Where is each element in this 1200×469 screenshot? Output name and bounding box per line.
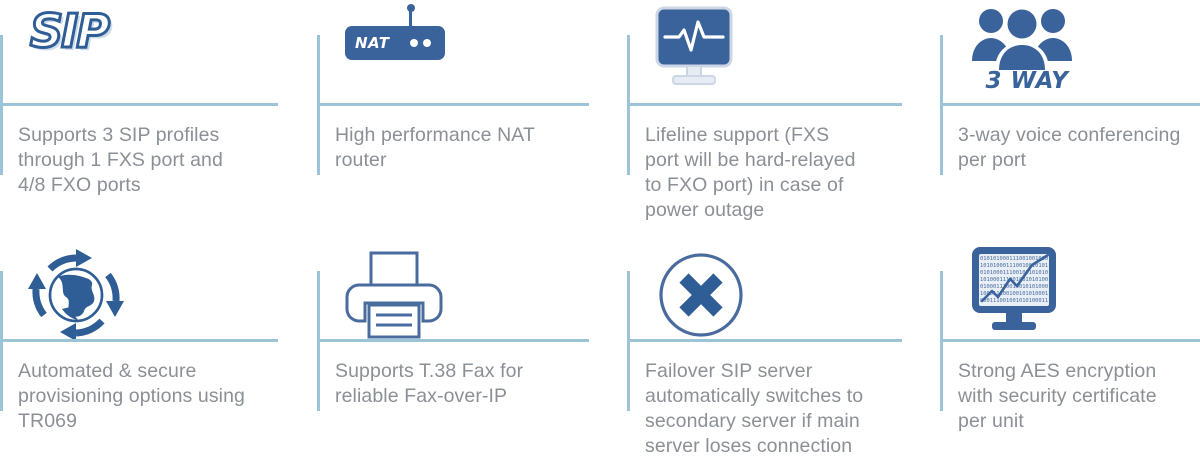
feature-card-aes-encryption: 010101000111001001010 101010001110010010… (940, 235, 1200, 469)
divider-horizontal (0, 339, 278, 342)
divider-horizontal (0, 103, 278, 106)
divider-horizontal (940, 339, 1200, 342)
three-people-glyph (972, 5, 1072, 70)
svg-text:000111001001010100011: 000111001001010100011 (980, 298, 1048, 304)
feature-card-nat-router: NAT High performance NAT router (317, 0, 617, 235)
feature-card-lifeline-support: Lifeline support (FXS port will be hard-… (627, 0, 939, 235)
feature-card-failover-sip-server: Failover SIP server automatically switch… (627, 235, 939, 469)
divider-horizontal (940, 103, 1200, 106)
antenna-icon (406, 4, 415, 28)
three-people-icon: 3 WAY (962, 0, 1092, 94)
feature-caption: Strong AES encryption with security cert… (958, 360, 1157, 432)
globe-refresh-arrows-icon (28, 249, 124, 341)
sip-logo-icon: SIP (29, 4, 112, 58)
feature-caption: Supports T.38 Fax for reliable Fax-over-… (335, 360, 524, 407)
feature-card-three-way-conferencing: 3 WAY 3-way voice conferencing per port (940, 0, 1200, 235)
svg-text:101000111001001010100: 101000111001001010100 (980, 277, 1048, 283)
feature-caption: Automated & secure provisioning options … (18, 360, 245, 432)
icon-area: 010101000111001001010 101010001110010010… (940, 235, 1200, 343)
feature-caption: Supports 3 SIP profiles through 1 FXS po… (18, 124, 223, 196)
icon-area: NAT (317, 0, 617, 100)
feature-caption: Failover SIP server automatically switch… (645, 360, 864, 457)
svg-text:101010001110010010101: 101010001110010010101 (980, 263, 1048, 269)
divider-horizontal (627, 339, 902, 342)
divider-horizontal (317, 103, 589, 106)
three-way-label: 3 WAY (985, 68, 1069, 94)
monitor-heartbeat-icon (655, 6, 733, 85)
feature-card-auto-provisioning: Automated & secure provisioning options … (0, 235, 300, 469)
divider-horizontal (627, 103, 902, 106)
feature-card-sip-profiles: SIP Supports 3 SIP profiles through 1 FX… (0, 0, 300, 235)
icon-area (627, 235, 939, 343)
divider-horizontal (317, 339, 589, 342)
icon-area (627, 0, 939, 100)
icon-area: SIP (0, 0, 300, 100)
feature-caption: Lifeline support (FXS port will be hard-… (645, 124, 856, 221)
nat-router-icon: NAT (345, 4, 445, 60)
router-led-dots (410, 39, 431, 47)
nat-router-label: NAT (355, 34, 390, 52)
icon-area: 3 WAY (940, 0, 1200, 100)
svg-text:010001110010010101000: 010001110010010101000 (980, 284, 1048, 290)
icon-area (317, 235, 617, 343)
feature-caption: 3-way voice conferencing per port (958, 124, 1181, 171)
svg-text:100011100100101010001: 100011100100101010001 (980, 291, 1048, 297)
circle-x-icon (659, 253, 743, 337)
svg-text:010101000111001001010: 010101000111001001010 (980, 256, 1048, 262)
icon-area (0, 235, 300, 343)
printer-fax-icon (345, 251, 443, 339)
feature-card-t38-fax: Supports T.38 Fax for reliable Fax-over-… (317, 235, 617, 469)
monitor-binary-chart-icon: 010101000111001001010 101010001110010010… (972, 247, 1056, 330)
svg-text:010100011100100101010: 010100011100100101010 (980, 270, 1048, 276)
feature-caption: High performance NAT router (335, 124, 535, 171)
